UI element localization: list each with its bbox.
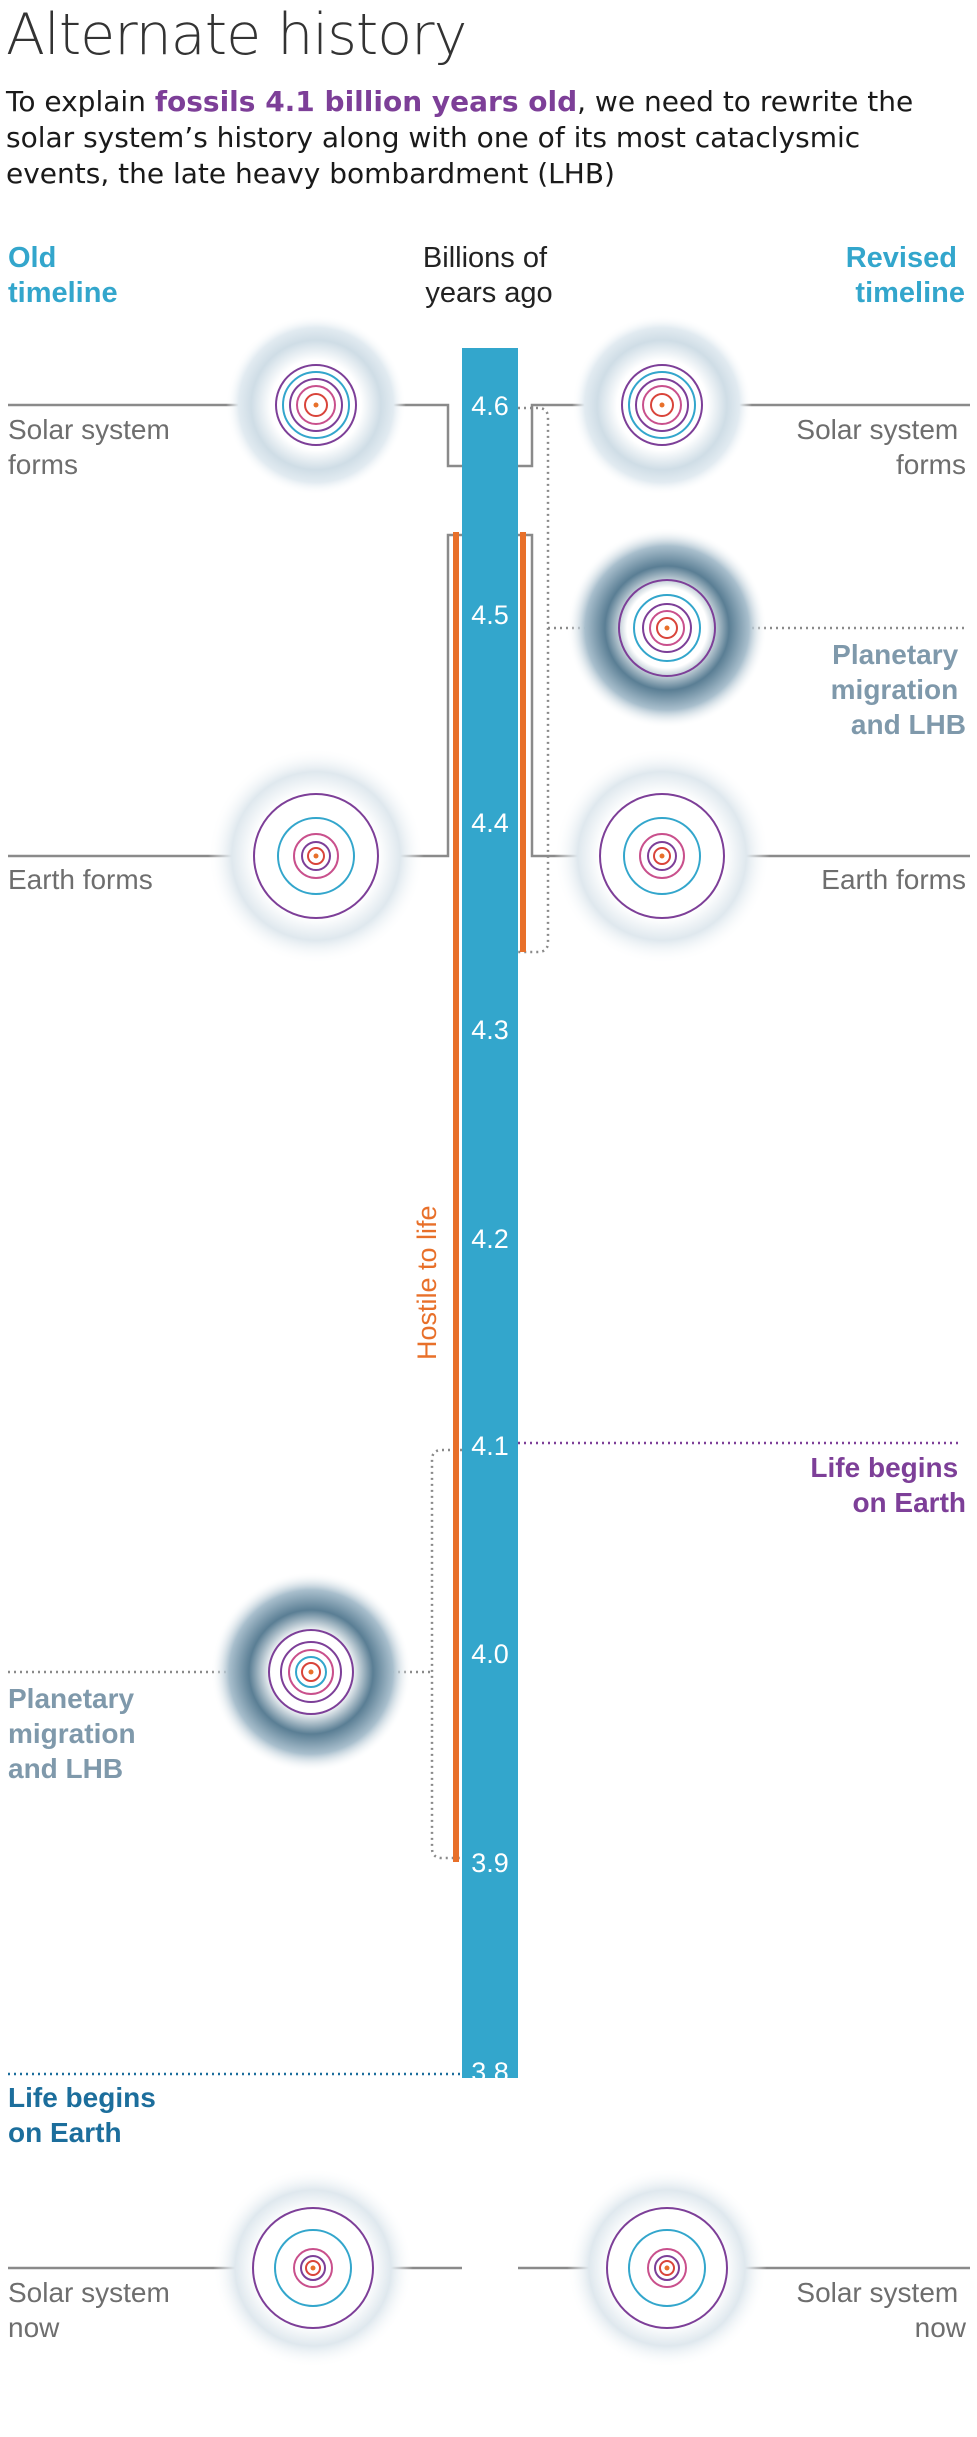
bar-stripe-gap: [462, 2163, 518, 2174]
bar-stripe-gap: [462, 2185, 518, 2197]
disc-old-solar-forms: [226, 315, 406, 495]
rev-hostile-span: [520, 532, 526, 952]
rev-migration-bracket: [518, 406, 550, 954]
tick-label-4.2: 4.2: [471, 1224, 509, 1254]
old-hostile-span: [453, 532, 459, 1862]
tick-label-4.5: 4.5: [471, 600, 509, 630]
tick-label-3.8: 3.8: [471, 2057, 509, 2087]
time-bar: [462, 348, 518, 2078]
old-solar-forms-label: Solar system forms: [8, 414, 178, 480]
intro-before: To explain: [6, 85, 155, 118]
rev-solar-forms-label: Solar system forms: [796, 414, 966, 480]
tick-label-3.9: 3.9: [471, 1848, 509, 1878]
bar-stripe-gap: [462, 2253, 518, 2269]
disc-old-migration: [211, 1572, 411, 1772]
old-life-label: Life begins on Earth: [8, 2082, 164, 2148]
disc-rev-migration: [567, 528, 767, 728]
disc-old-earth-forms: [208, 748, 424, 964]
old-migration-bracket: [430, 1448, 462, 1860]
axis-header: Billions of years ago: [423, 242, 555, 309]
bar-stripe-gap: [462, 2276, 518, 2293]
disc-rev-solar-forms: [572, 315, 752, 495]
intro-after: , we need to rewrite the solar system’s …: [6, 85, 914, 190]
disc-old-solar-now: [213, 2168, 413, 2368]
old-connectors: [8, 403, 462, 2270]
rev-life-label: Life begins on Earth: [810, 1452, 966, 1518]
bar-stripe-gap: [462, 2142, 518, 2151]
page-title: Alternate history: [6, 2, 467, 68]
bar-stripe-gap: [462, 2299, 518, 2318]
intro-highlight: fossils 4.1 billion years old: [154, 85, 578, 118]
bar-stripe-gap: [462, 2323, 518, 2343]
tick-label-4.3: 4.3: [471, 1015, 509, 1045]
old-timeline-header: Old timeline: [8, 242, 118, 309]
rev-solar-now-label: Solar system now: [796, 2277, 966, 2343]
bar-stripe-gap: [462, 2208, 518, 2220]
bar-stripe-gap: [462, 2121, 518, 2128]
disc-rev-solar-now: [567, 2168, 767, 2368]
tick-label-4.1: 4.1: [471, 1431, 509, 1461]
rev-migration-label: Planetary migration and LHB: [831, 639, 966, 740]
bar-stripe-gap: [462, 2100, 518, 2105]
old-earth-forms-label: Earth forms: [8, 864, 153, 895]
disc-rev-earth-forms: [554, 748, 770, 964]
hostile-label: Hostile to life: [412, 1205, 442, 1360]
tick-label-4.0: 4.0: [471, 1639, 509, 1669]
tick-label-4.4: 4.4: [471, 808, 509, 838]
old-solar-now-label: Solar system now: [8, 2277, 178, 2343]
intro-text: To explain fossils 4.1 billion years old…: [6, 84, 971, 192]
bar-stripe-gap: [462, 2347, 518, 2368]
bar-stripe-gap: [462, 2230, 518, 2244]
rev-earth-forms-label: Earth forms: [821, 864, 966, 895]
tick-label-4.6: 4.6: [471, 391, 509, 421]
bar-stripes: [462, 2100, 518, 2368]
revised-timeline-header: Revised timeline: [846, 242, 965, 309]
old-migration-label: Planetary migration and LHB: [8, 1683, 143, 1784]
